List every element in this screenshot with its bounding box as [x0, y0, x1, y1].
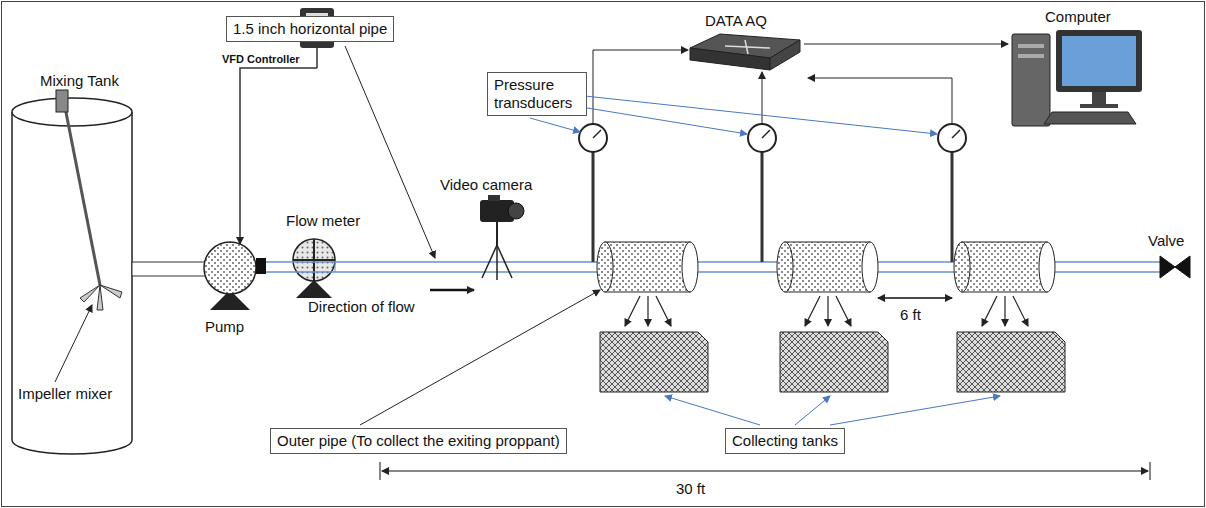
- meter-label: Flow meter: [286, 212, 360, 230]
- video-camera: [480, 195, 524, 280]
- vfd-controller: [240, 8, 334, 244]
- flow-meter: [293, 239, 335, 298]
- controller-label: VFD Controller: [222, 50, 300, 68]
- callout-text: Collecting tanks: [732, 432, 838, 450]
- dimension-30ft: [380, 462, 1150, 480]
- collecting-tanks: [600, 332, 1065, 392]
- dimension-label: 30 ft: [676, 480, 705, 498]
- blue-leader-lines: [530, 96, 1000, 425]
- callout-box: Pressure transducers: [487, 72, 587, 116]
- callout-box: Collecting tanks: [725, 428, 845, 454]
- valve: [1160, 256, 1190, 278]
- tank-label: Mixing Tank: [40, 72, 119, 90]
- mixer-label: Impeller mixer: [18, 385, 112, 403]
- camera-label: Video camera: [440, 176, 532, 194]
- pump-label: Pump: [205, 318, 244, 336]
- outer-pipes: [597, 242, 1055, 292]
- computer: [1012, 30, 1142, 126]
- callout-box: Outer pipe (To collect the exiting propp…: [270, 428, 567, 454]
- daq-label: DATA AQ: [705, 12, 767, 30]
- callout-text: Pressure transducers: [494, 76, 580, 112]
- dimension-label: 6 ft: [900, 306, 921, 324]
- callout-text: 1.5 inch horizontal pipe: [233, 20, 387, 38]
- signal-wires: [593, 44, 1008, 124]
- pressure-gauges: [579, 124, 966, 262]
- mixing-tank: [12, 90, 132, 454]
- flow-direction-label: Direction of flow: [308, 298, 415, 316]
- computer-label: Computer: [1045, 8, 1111, 26]
- drop-arrows: [625, 296, 1028, 326]
- data-acquisition: [690, 34, 800, 70]
- valve-label: Valve: [1148, 232, 1184, 250]
- callout-text: Outer pipe (To collect the exiting propp…: [277, 432, 560, 450]
- callout-box: 1.5 inch horizontal pipe: [226, 16, 394, 42]
- pump: [204, 242, 266, 310]
- leader-lines: [345, 46, 600, 425]
